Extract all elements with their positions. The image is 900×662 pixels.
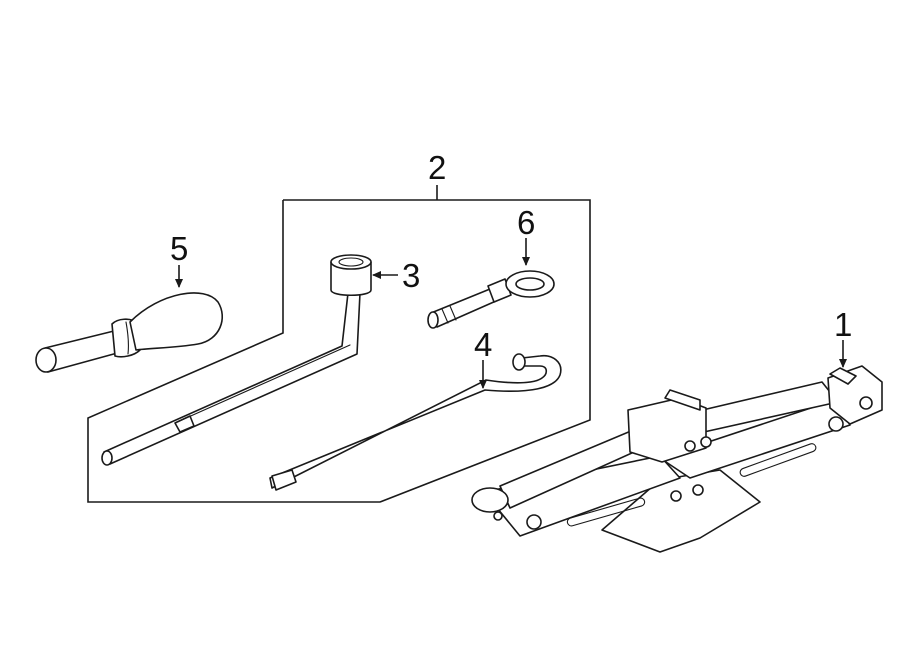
- tool-kit-outline: [87, 199, 591, 503]
- jack-handle-icon: [269, 353, 562, 491]
- callout-2: 2: [428, 149, 447, 186]
- callout-3: 3: [402, 257, 421, 294]
- tow-eye-hook-icon: [427, 270, 555, 329]
- callout-4: 4: [474, 326, 493, 363]
- lug-wrench-icon: [101, 254, 372, 466]
- callout-6: 6: [517, 204, 536, 241]
- scissor-jack-icon: [471, 365, 883, 553]
- callout-1: 1: [834, 306, 853, 343]
- callout-5: 5: [170, 230, 189, 267]
- wrench-handle-grip-icon: [35, 292, 223, 373]
